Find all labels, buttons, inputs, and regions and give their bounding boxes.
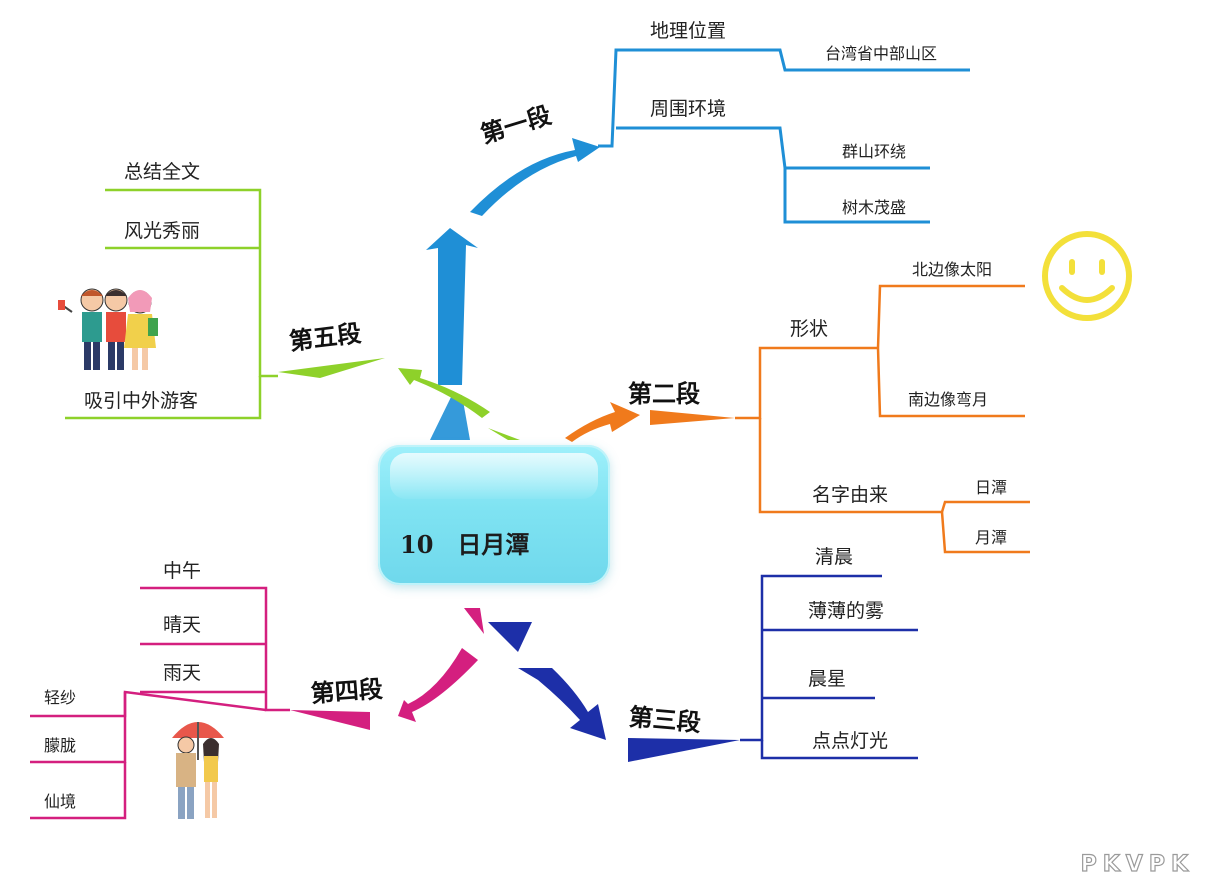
central-title: 10 日月潭 <box>400 530 530 559</box>
branch-5-lines <box>65 188 278 420</box>
branch-3-connector <box>488 622 740 762</box>
node-hazy: 朦胧 <box>44 736 77 755</box>
tourists-icon <box>58 288 158 370</box>
branch-5-connector <box>278 358 520 440</box>
branch-4-label: 第四段 <box>309 673 384 708</box>
node-noon: 中午 <box>163 560 202 582</box>
central-gloss <box>390 453 598 499</box>
branch-3-label: 第三段 <box>627 702 702 738</box>
node-location: 地理位置 <box>650 20 727 42</box>
node-lights: 点点灯光 <box>812 730 889 752</box>
sun-face-icon <box>1042 231 1132 321</box>
node-mountains: 群山环绕 <box>842 142 907 161</box>
node-sun-lake: 日潭 <box>975 478 1008 497</box>
watermark: PKVPK <box>1080 851 1194 877</box>
node-location-detail: 台湾省中部山区 <box>825 44 938 63</box>
branch-4-lines <box>30 586 290 820</box>
branch-1-connector <box>426 138 600 440</box>
node-fairyland: 仙境 <box>44 792 77 811</box>
node-shape: 形状 <box>790 318 829 340</box>
branch-1-lines <box>598 48 970 224</box>
node-morning-stars: 晨星 <box>808 668 847 690</box>
node-surroundings: 周围环境 <box>650 98 727 120</box>
branch-4-connector <box>290 608 484 730</box>
node-rainy: 雨天 <box>163 662 202 684</box>
branch-2-connector <box>565 402 735 442</box>
node-attract-tourists: 吸引中外游客 <box>84 390 199 412</box>
node-gauze: 轻纱 <box>44 688 77 707</box>
node-scenery: 风光秀丽 <box>124 220 201 242</box>
node-trees: 树木茂盛 <box>842 198 907 217</box>
node-north-sun: 北边像太阳 <box>912 260 993 279</box>
branch-2-lines <box>735 284 1030 554</box>
branch-3-lines <box>740 574 918 760</box>
central-topic: 10 日月潭 <box>378 445 610 585</box>
branch-2-label: 第二段 <box>628 379 700 408</box>
node-moon-lake: 月潭 <box>975 528 1008 547</box>
node-mist: 薄薄的雾 <box>808 600 885 622</box>
node-sunny: 晴天 <box>163 614 202 636</box>
node-dawn: 清晨 <box>815 546 854 568</box>
couple-umbrella-icon <box>172 722 224 819</box>
node-summary: 总结全文 <box>124 161 201 183</box>
node-south-moon: 南边像弯月 <box>908 390 989 409</box>
node-name-origin: 名字由来 <box>812 484 889 506</box>
